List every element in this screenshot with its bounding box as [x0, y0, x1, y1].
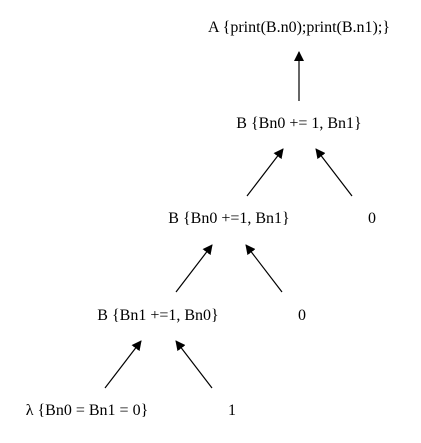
node-b-top: B {Bn0 += 1, Bn1} — [236, 115, 362, 132]
node-root-a: A {print(B.n0);print(B.n1);} — [207, 19, 391, 36]
node-b-low: B {Bn1 +=1, Bn0} — [97, 307, 219, 324]
edge-lambda-to-blow — [104, 340, 142, 389]
node-lambda: λ {Bn0 = Bn1 = 0} — [25, 402, 149, 419]
node-one: 1 — [228, 402, 236, 419]
node-zero-mid: 0 — [298, 307, 306, 324]
node-zero-top: 0 — [368, 210, 376, 227]
edge-zero-mid-to-bmid — [245, 244, 283, 293]
node-b-mid: B {Bn0 +=1, Bn1} — [168, 210, 290, 227]
edge-blow-to-bmid — [175, 244, 213, 293]
edge-bmid-to-btop — [246, 148, 284, 197]
edge-zero-top-to-btop — [315, 148, 353, 197]
edge-one-to-blow — [175, 340, 213, 389]
